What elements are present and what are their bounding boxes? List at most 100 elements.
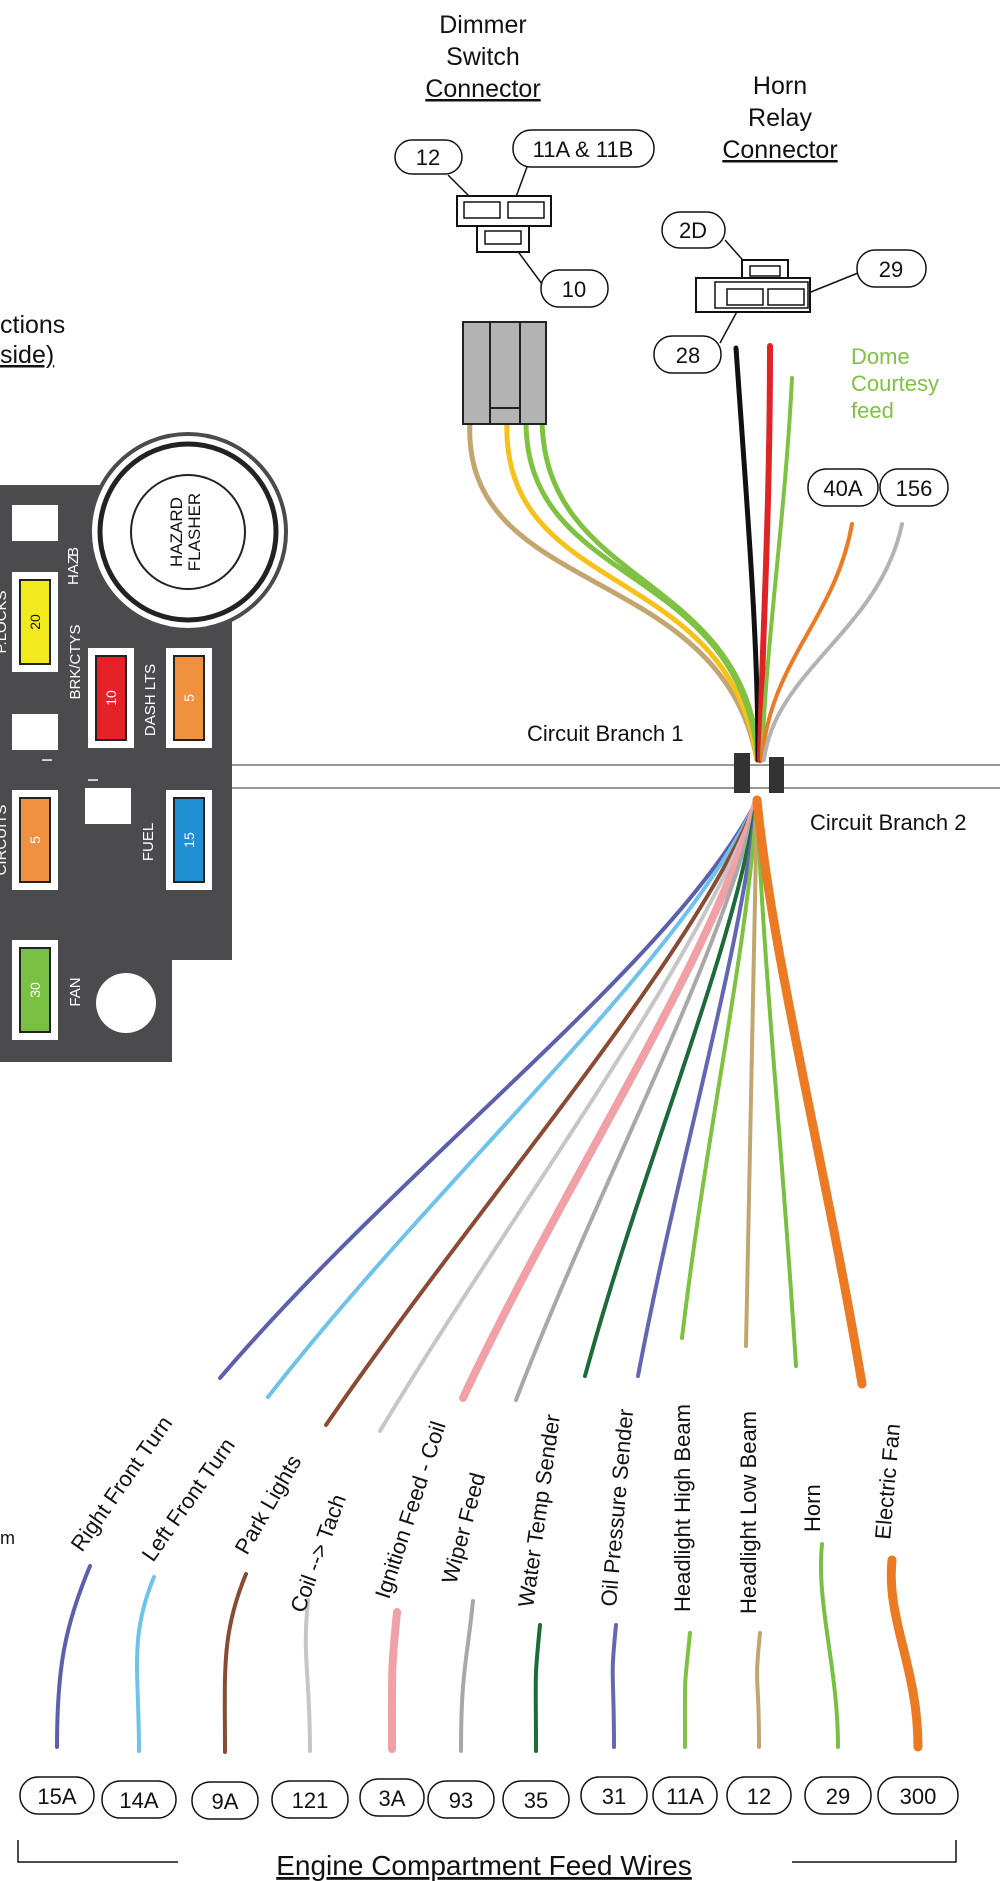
pin-label: 10 bbox=[562, 277, 586, 302]
wire-lower-segment bbox=[303, 1598, 312, 1753]
dome-label-2: Courtesy bbox=[851, 371, 939, 396]
wire-number-tag bbox=[359, 1778, 425, 1817]
fuse-panel: HAZARD FLASHER 20 10 5 5 bbox=[0, 432, 288, 1062]
fuse-body bbox=[19, 579, 51, 665]
panel-label-b: B bbox=[65, 547, 82, 557]
wire-upper-segment bbox=[680, 798, 759, 1340]
circuit-branch-1-label: Circuit Branch 1 bbox=[527, 721, 684, 746]
empty-slot bbox=[85, 788, 131, 824]
branch-bar bbox=[232, 764, 1000, 789]
grommet-right bbox=[769, 757, 784, 793]
pin-tag bbox=[540, 269, 609, 308]
panel-label-plocks: P.LOCKS bbox=[0, 590, 10, 653]
empty-slot bbox=[12, 714, 58, 750]
wire-name-label: Coil --> Tach bbox=[285, 1491, 351, 1616]
wire-number-tag bbox=[502, 1780, 570, 1819]
fuse-dash-lts: 5 bbox=[166, 648, 212, 748]
lower-wires bbox=[55, 795, 923, 1754]
fuse-plocks: 20 bbox=[12, 572, 58, 672]
wire-number-tag bbox=[271, 1780, 349, 1819]
grommet-hole bbox=[96, 973, 156, 1033]
wire-upper-segment bbox=[459, 796, 761, 1402]
wire-number-label: 35 bbox=[524, 1788, 548, 1813]
wire-number-tag bbox=[726, 1776, 792, 1815]
cropped-text: m bbox=[0, 1528, 15, 1548]
wire-lower-segment bbox=[459, 1599, 475, 1753]
fuse-value: 5 bbox=[27, 836, 43, 844]
wire-name-label: Electric Fan bbox=[870, 1423, 905, 1541]
wire-number-tag bbox=[652, 1776, 718, 1815]
dimmer-title-3: Connector bbox=[425, 75, 540, 103]
pin-tag bbox=[653, 335, 722, 374]
wire-number-tag bbox=[101, 1780, 177, 1819]
wire-lower-segment bbox=[135, 1575, 156, 1753]
circuit-branch-2-label: Circuit Branch 2 bbox=[810, 810, 967, 835]
dome-courtesy-label: Dome Courtesy feed bbox=[851, 344, 939, 423]
wire-name-label: Headlight Low Beam bbox=[736, 1411, 761, 1614]
wire-lower-segment bbox=[610, 1623, 618, 1749]
wire-lower-segment bbox=[55, 1564, 92, 1749]
fuse-value: 15 bbox=[181, 832, 197, 848]
footer-bracket: Engine Compartment Feed Wires bbox=[17, 1840, 957, 1881]
wire-name-label: Park Lights bbox=[230, 1451, 307, 1559]
wire-upper-segment bbox=[744, 798, 759, 1348]
fuse-circuits: 5 bbox=[12, 790, 58, 890]
pin-tag bbox=[856, 249, 927, 288]
wire-upper-segment bbox=[583, 798, 759, 1378]
dimmer-title-2: Switch bbox=[446, 43, 520, 71]
pin-tag bbox=[394, 139, 463, 175]
panel-label-i: I bbox=[85, 778, 102, 782]
pin-label: 29 bbox=[879, 257, 903, 282]
dimmer-title-1: Dimmer bbox=[439, 11, 527, 39]
wire-upper-segment bbox=[218, 798, 759, 1380]
wire-number-label: 300 bbox=[900, 1784, 937, 1809]
wire-number-label: 15A bbox=[37, 1784, 76, 1809]
dimmer-switch-connector: Dimmer Switch Connector 12 11A & 11B 10 bbox=[394, 11, 655, 425]
wire-lower-segment bbox=[755, 1631, 762, 1749]
panel-label-fan: FAN bbox=[67, 977, 84, 1006]
wire-lower-segment bbox=[387, 1608, 401, 1753]
wire-name-label: Wiper Feed bbox=[437, 1470, 491, 1586]
panel-label-dash-lts: DASH LTS bbox=[142, 664, 159, 736]
footer-title: Engine Compartment Feed Wires bbox=[276, 1850, 692, 1881]
empty-slot bbox=[12, 505, 58, 541]
panel-label-brk-ctys: BRK/CTYS bbox=[67, 624, 84, 699]
panel-label-fuel: FUEL bbox=[140, 823, 157, 861]
wire-number-label: 14A bbox=[119, 1788, 158, 1813]
pin-tag bbox=[512, 129, 655, 168]
wire-tag-label: 40A bbox=[823, 476, 862, 501]
cropped-heading-2: side) bbox=[0, 341, 54, 369]
wire-number-tag bbox=[427, 1780, 495, 1819]
wire-number-label: 11A bbox=[666, 1784, 704, 1809]
wire-lower-segment bbox=[818, 1542, 840, 1749]
grommet-left bbox=[734, 753, 750, 793]
horn-title-3: Connector bbox=[722, 136, 837, 164]
wire-name-label: Headlight High Beam bbox=[670, 1404, 695, 1612]
fuse-value: 20 bbox=[27, 614, 43, 630]
wire-number-tag bbox=[877, 1776, 959, 1815]
wire-upper-segment bbox=[636, 798, 759, 1378]
wire-number-label: 12 bbox=[747, 1784, 771, 1809]
wire-number-label: 9A bbox=[212, 1789, 239, 1814]
fuse-fuel: 15 bbox=[166, 790, 212, 890]
panel-label-i: I bbox=[39, 758, 56, 762]
horn-relay-connector: Horn Relay Connector 2D 29 28 bbox=[653, 72, 927, 374]
upper-wires bbox=[467, 343, 904, 763]
fuse-value: 30 bbox=[27, 982, 43, 998]
cropped-heading-1: ctions bbox=[0, 311, 65, 339]
panel-label-circuits: CIRCUITS bbox=[0, 805, 10, 876]
wire-upper-segment bbox=[378, 798, 759, 1433]
wire-number-label: 93 bbox=[449, 1788, 473, 1813]
wire-tag-label: 156 bbox=[896, 476, 933, 501]
wire-lower-segment bbox=[886, 1555, 923, 1752]
pin-label: 11A & 11B bbox=[533, 137, 634, 162]
wire-number-tag bbox=[191, 1781, 259, 1820]
horn-title-1: Horn bbox=[753, 72, 807, 100]
wire-number-tag bbox=[804, 1776, 872, 1815]
dome-label-3: feed bbox=[851, 398, 894, 423]
wire-upper-segment bbox=[752, 795, 867, 1389]
wire-upper-segment bbox=[266, 798, 759, 1399]
hazard-label-2: FLASHER bbox=[185, 493, 204, 571]
